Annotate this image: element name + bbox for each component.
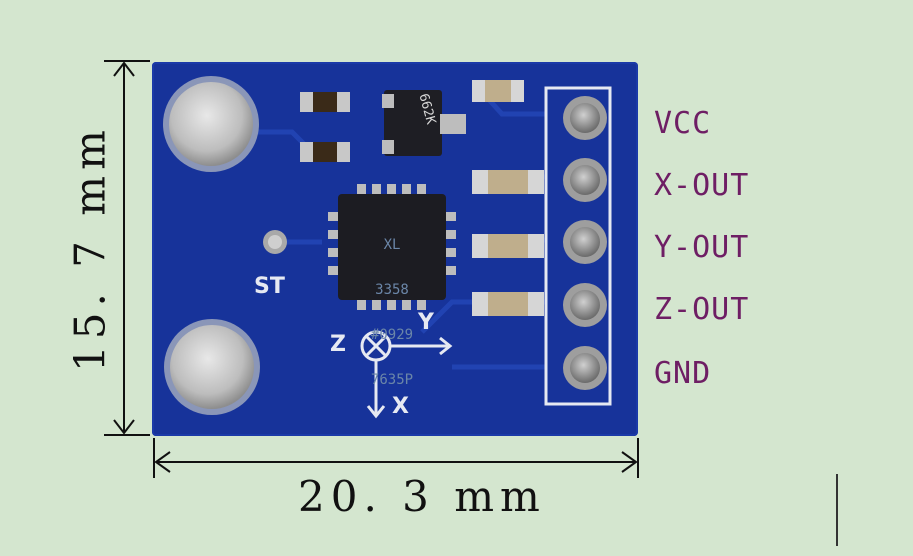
header-pin-gnd (563, 346, 607, 390)
chip-pins (328, 184, 456, 310)
smd-component (472, 80, 524, 102)
pcb-artwork (163, 76, 612, 419)
header-pin-x-out (563, 158, 607, 202)
x-axis-label: X (392, 394, 409, 419)
width-dimension-label: 20. 3 mm (298, 472, 546, 521)
chip-line: #0929 (370, 327, 414, 343)
pin-label-z-out: Z-OUT (654, 292, 750, 327)
pin-label-gnd: GND (654, 356, 712, 391)
header-pin-z-out (563, 283, 607, 327)
pin-label-y-out: Y-OUT (654, 230, 750, 265)
accelerometer-chip (338, 194, 446, 300)
y-axis-label: Y (418, 310, 434, 335)
header-pin-vcc (563, 96, 607, 140)
pin-label-vcc: VCC (654, 106, 712, 141)
chip-line: XL (383, 237, 401, 253)
voltage-regulator (382, 90, 466, 156)
mounting-hole-top (163, 76, 259, 172)
smd-capacitor-x (472, 170, 544, 194)
pcb-board: XL 3358 #0929 7635P 662K ST Z Y X (152, 62, 638, 436)
st-label: ST (254, 274, 285, 299)
smd-component (300, 92, 350, 112)
smd-capacitor-y (472, 234, 544, 258)
height-dimension-label: 15. 7 mm (65, 124, 115, 372)
smd-component (300, 142, 350, 162)
chip-marking: XL 3358 #0929 7635P (348, 208, 436, 418)
header-outline (544, 86, 612, 406)
axis-symbol (360, 330, 453, 419)
st-test-pad (263, 230, 287, 254)
pin-label-x-out: X-OUT (654, 168, 750, 203)
chip-line: 3358 (375, 282, 409, 298)
chip-line: 7635P (370, 372, 414, 388)
mounting-hole-bottom (164, 319, 260, 415)
header-pin-y-out (563, 220, 607, 264)
z-axis-label: Z (330, 332, 346, 357)
smd-capacitor-z (472, 292, 544, 316)
edge-line (836, 474, 838, 546)
